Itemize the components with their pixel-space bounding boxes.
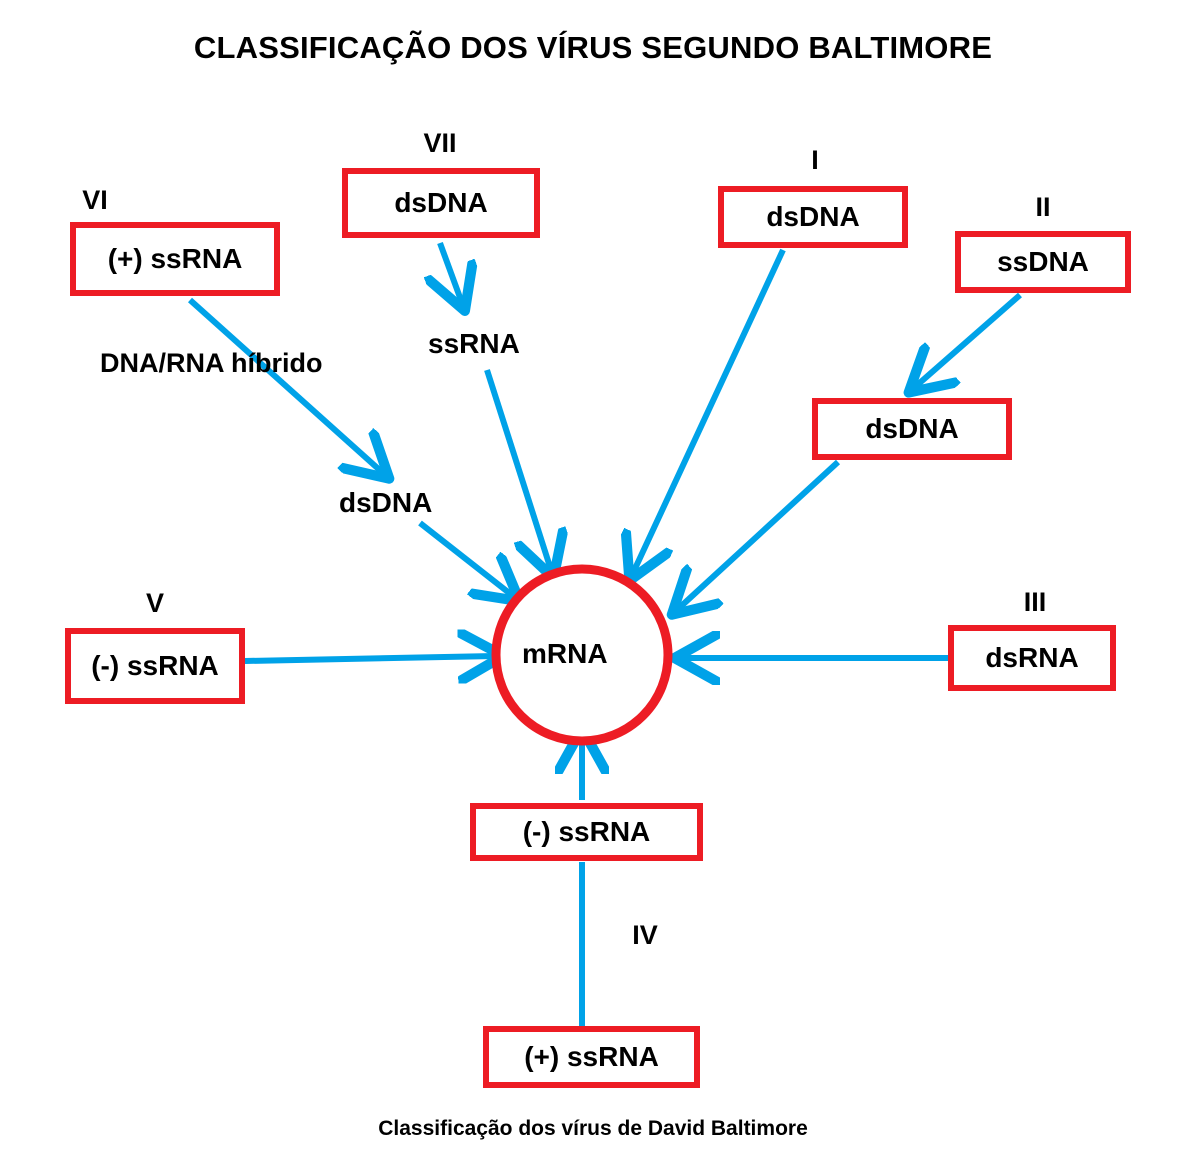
edge-label-dna-rna-hibrido: DNA/RNA híbrido [100,348,323,378]
node-class7-dsdna[interactable]: dsDNA [342,168,540,238]
page-title: CLASSIFICAÇÃO DOS VÍRUS SEGUNDO BALTIMOR… [193,30,993,65]
node-label: (-) ssRNA [522,816,651,847]
arrow-dsdnabox-to-mrna [678,459,841,609]
roman-class-vii: VII [423,128,457,158]
arrow-class1-to-mrna [633,248,786,573]
node-class2-intermediate-dsdna[interactable]: dsDNA [812,398,1012,460]
node-class6-intermediate-dsdna: dsDNA [339,487,433,518]
node-class3-dsrna[interactable]: dsRNA [948,625,1116,691]
arrow-ssrna-to-mrna [484,369,551,570]
node-label: ssDNA [997,246,1089,277]
roman-class-i: I [811,145,819,175]
arrow-class2-to-dsdna [915,292,1022,387]
node-class7-intermediate-ssrna: ssRNA [428,328,520,359]
arrow-class5-to-mrna [244,656,495,661]
node-label: dsDNA [766,201,860,232]
arrow-class7-to-ssrna [440,241,462,303]
node-label: dsDNA [865,413,959,444]
node-class4-minus-ssrna[interactable]: (-) ssRNA [470,803,703,861]
node-class4-plus-ssrna[interactable]: (+) ssRNA [483,1026,700,1088]
mrna-hub-label: mRNA [522,638,608,669]
node-label: (+) ssRNA [107,243,243,274]
roman-class-iv: IV [632,920,658,950]
arrow-class6-to-dsdna [187,297,383,473]
mrna-hub-circle [491,564,673,746]
roman-class-iii: III [1023,587,1047,617]
roman-class-v: V [145,588,164,618]
node-label: (-) ssRNA [91,650,219,681]
figure-caption: Classificação dos vírus de David Baltimo… [378,1117,808,1140]
node-class5-minus-ssrna[interactable]: (-) ssRNA [65,628,245,704]
roman-class-vi: VI [82,185,108,215]
node-label: dsDNA [394,187,488,218]
arrow-dsdna-to-mrna [418,520,513,596]
node-class1-dsdna[interactable]: dsDNA [718,186,908,248]
node-label: (+) ssRNA [524,1041,659,1072]
node-label: dsRNA [985,642,1079,673]
node-class6-plus-ssrna[interactable]: (+) ssRNA [70,222,280,296]
node-class2-ssdna[interactable]: ssDNA [955,231,1131,293]
roman-class-ii: II [1035,192,1051,222]
